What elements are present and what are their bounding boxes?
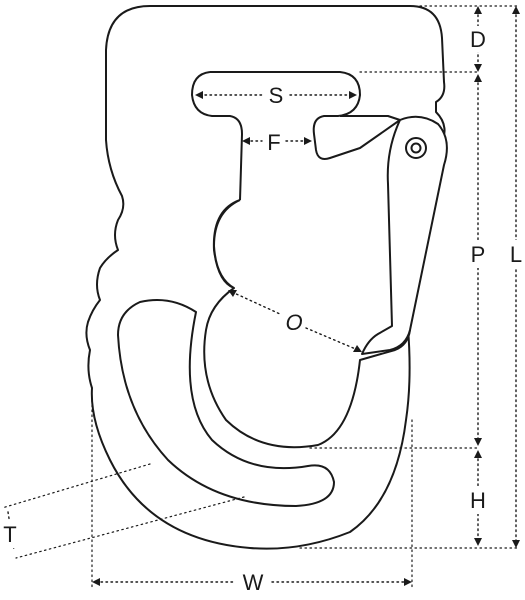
dimension-lines bbox=[7, 6, 520, 586]
dim-s-arrow-left bbox=[195, 91, 203, 99]
dim-h-arrow-bottom bbox=[474, 538, 482, 546]
ext-t-inner bbox=[15, 496, 245, 559]
dim-s-arrow-right bbox=[349, 91, 357, 99]
label-h: H bbox=[470, 488, 486, 513]
ext-t-outer bbox=[1, 463, 151, 509]
dim-l-arrow-bottom bbox=[512, 540, 520, 548]
dim-w-arrow-right bbox=[404, 578, 412, 586]
label-t: T bbox=[3, 522, 16, 547]
dim-p-arrow-bottom bbox=[474, 438, 482, 446]
dim-o-arrow-upper bbox=[228, 290, 237, 297]
dimension-labels: D S F P L O H T W bbox=[0, 26, 525, 595]
dim-d-arrow-bottom bbox=[474, 64, 482, 72]
dim-h-arrow-top bbox=[474, 450, 482, 458]
label-d: D bbox=[470, 27, 486, 52]
t-slot bbox=[191, 71, 401, 201]
dim-f-arrow-right bbox=[304, 137, 312, 145]
label-s: S bbox=[269, 83, 284, 108]
dim-o-arrow-lower bbox=[353, 345, 362, 352]
hook-body bbox=[85, 5, 448, 550]
spring-gate bbox=[361, 115, 448, 355]
label-l: L bbox=[510, 242, 522, 267]
dim-l-arrow-top bbox=[512, 6, 520, 14]
dim-d-arrow-top bbox=[474, 6, 482, 14]
dim-p-arrow-top bbox=[474, 74, 482, 82]
dim-w-arrow-left bbox=[92, 578, 100, 586]
label-o: O bbox=[285, 310, 302, 335]
dim-f-arrow-left bbox=[242, 137, 250, 145]
label-w: W bbox=[243, 570, 264, 595]
thumb-bump bbox=[213, 199, 241, 289]
extension-lines bbox=[1, 5, 521, 591]
label-f: F bbox=[267, 130, 280, 155]
gate-pin-inner bbox=[410, 142, 422, 154]
label-p: P bbox=[471, 242, 486, 267]
bowl-shoulder bbox=[117, 299, 335, 507]
dim-o-line-upper bbox=[231, 291, 281, 315]
dim-o-line-lower bbox=[305, 327, 359, 351]
